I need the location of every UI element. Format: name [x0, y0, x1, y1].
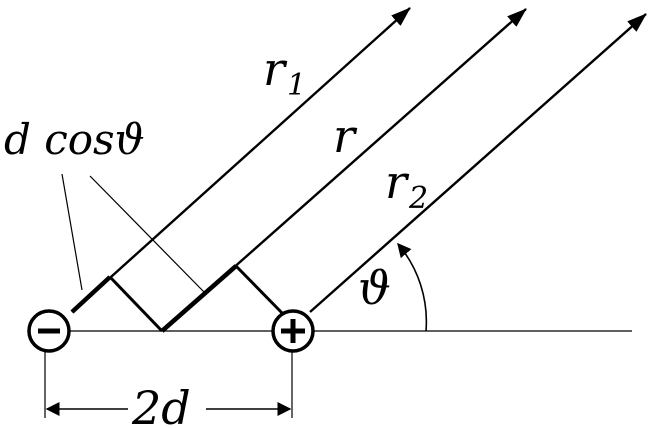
label-r: r [333, 109, 358, 163]
label-d-cos-theta: d cosϑ [4, 115, 145, 164]
theta-angle-arc [397, 242, 428, 332]
label-spacing-2d: 2d [131, 381, 191, 429]
positive-charge: + [271, 309, 315, 353]
label-theta: ϑ [358, 261, 391, 315]
perpendicular-from-center [108, 275, 164, 333]
leader-line-left [61, 173, 83, 291]
leader-line-right [89, 175, 205, 293]
label-r1: r1 [263, 42, 306, 103]
dcos-segment-left [70, 275, 112, 314]
dcos-segment-right [160, 264, 238, 333]
label-r2: r2 [385, 155, 428, 216]
spacing-label-background [128, 384, 206, 426]
perpendicular-to-positive [234, 264, 288, 319]
ray-r1 [71, 7, 411, 313]
negative-charge: − [27, 309, 71, 353]
ray-r2 [309, 13, 647, 313]
